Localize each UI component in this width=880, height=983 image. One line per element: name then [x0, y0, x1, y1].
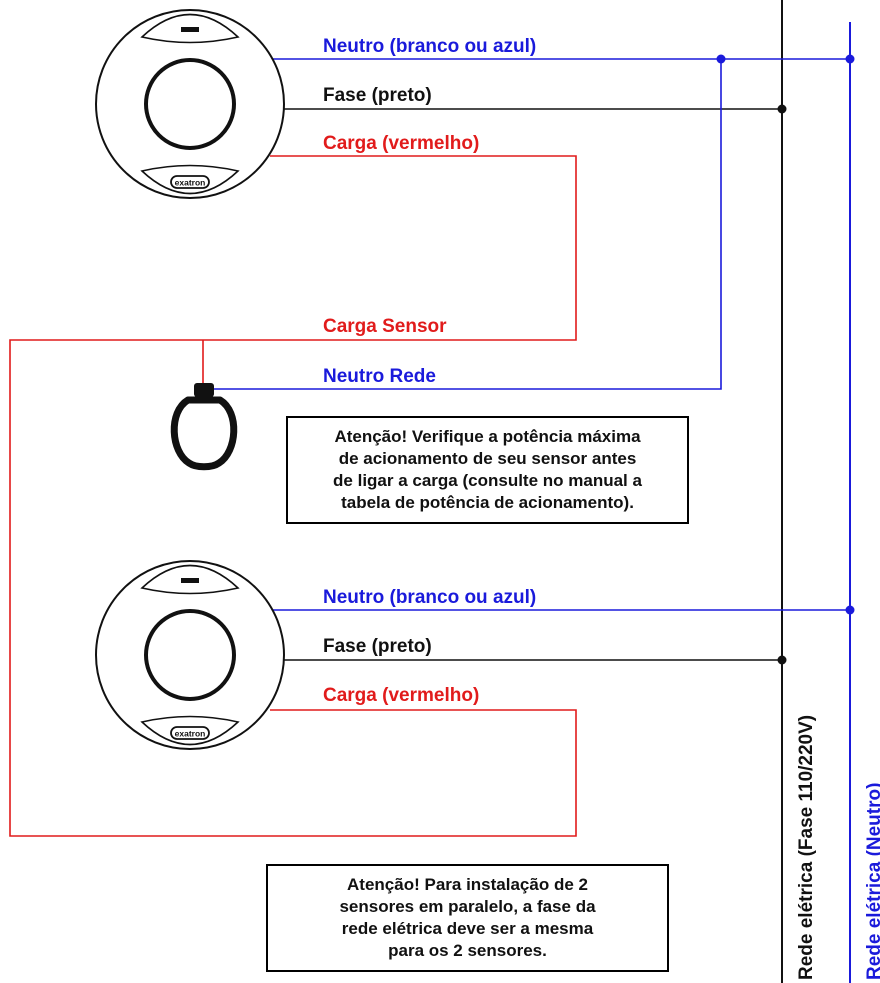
top-load-wire [9, 155, 577, 837]
sensor-bottom: exatron [95, 560, 285, 750]
power-warning-note: Atenção! Verifique a potência máxima de … [286, 416, 689, 524]
sensor-brand: exatron [175, 729, 206, 739]
bottom-phase-label: Fase (preto) [323, 636, 432, 657]
parallel-warning-note: Atenção! Para instalação de 2 sensores e… [266, 864, 669, 972]
note-line: de acionamento de seu sensor antes [338, 449, 637, 468]
junction-dot [777, 655, 787, 665]
sensor-brand-badge [170, 175, 210, 189]
note-line: de ligar a carga (consulte no manual a [333, 471, 642, 490]
sensor-top: exatron [95, 9, 285, 199]
note-line: Atenção! Para instalação de 2 [347, 875, 588, 894]
junction-dot [716, 54, 726, 64]
phase-bus-label: Rede elétrica (Fase 110/220V) [796, 715, 817, 980]
top-neutral-label: Neutro (branco ou azul) [323, 36, 536, 57]
note-line: sensores em paralelo, a fase da [339, 897, 596, 916]
sensor-brand-badge [170, 726, 210, 740]
lamp-load-label: Carga Sensor [323, 316, 447, 337]
top-phase-label: Fase (preto) [323, 85, 432, 106]
junction-dot [845, 605, 855, 615]
note-line: rede elétrica deve ser a mesma [341, 919, 594, 938]
sensor-logo-icon [181, 27, 199, 32]
light-bulb-icon [170, 383, 238, 471]
top-load-label: Carga (vermelho) [323, 133, 479, 154]
note-line: para os 2 sensores. [388, 941, 547, 960]
lamp-neutral-wire [213, 59, 722, 390]
sensor-lens [144, 58, 236, 150]
sensor-brand: exatron [175, 178, 206, 188]
bottom-load-label: Carga (vermelho) [323, 685, 479, 706]
lamp-neutral-label: Neutro Rede [323, 366, 436, 387]
bottom-neutral-label: Neutro (branco ou azul) [323, 587, 536, 608]
note-line: Atenção! Verifique a potência máxima [334, 427, 641, 446]
neutral-bus-label: Rede elétrica (Neutro) [864, 783, 880, 980]
junction-dot [845, 54, 855, 64]
sensor-logo-icon [181, 578, 199, 583]
sensor-lens [144, 609, 236, 701]
note-line: tabela de potência de acionamento). [341, 493, 634, 512]
junction-dot [777, 104, 787, 114]
